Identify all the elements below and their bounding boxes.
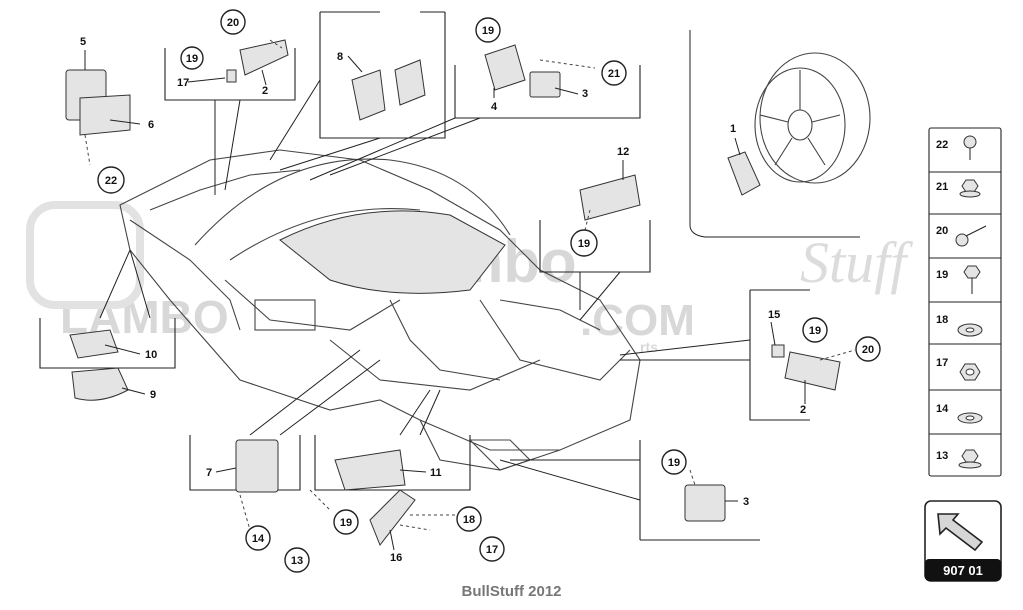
hex-bolt-icon bbox=[963, 265, 981, 294]
legend-row: 17 bbox=[929, 357, 1001, 391]
legend-row: 21 bbox=[929, 179, 1001, 215]
flat-washer-icon bbox=[957, 412, 983, 424]
label-1: 1 bbox=[730, 123, 736, 135]
label-leaders bbox=[84, 39, 856, 551]
legend-row: 13 bbox=[936, 449, 982, 469]
label-3b: 3 bbox=[743, 496, 749, 508]
svg-text:13: 13 bbox=[291, 555, 303, 567]
svg-text:19: 19 bbox=[668, 457, 680, 469]
svg-text:19: 19 bbox=[578, 238, 590, 250]
label-12: 12 bbox=[617, 146, 629, 158]
svg-text:21: 21 bbox=[608, 68, 620, 80]
legend-row: 20 bbox=[929, 225, 1001, 259]
label-8: 8 bbox=[337, 51, 343, 63]
bolt-icon bbox=[955, 225, 987, 247]
page-code: 907 01 bbox=[943, 563, 983, 578]
label-9: 9 bbox=[150, 389, 156, 401]
hex-nut-icon bbox=[959, 363, 981, 381]
part-drawings bbox=[65, 39, 841, 546]
label-2: 2 bbox=[262, 85, 268, 97]
svg-text:13: 13 bbox=[936, 450, 948, 462]
svg-text:22: 22 bbox=[105, 175, 117, 187]
svg-text:20: 20 bbox=[227, 17, 239, 29]
footer-credit: BullStuff 2012 bbox=[461, 583, 562, 600]
svg-text:19: 19 bbox=[482, 25, 494, 37]
svg-text:14: 14 bbox=[936, 403, 949, 415]
label-15: 15 bbox=[768, 309, 780, 321]
screw-icon bbox=[963, 135, 977, 160]
hardware-legend: 22 21 20 19 18 17 14 bbox=[928, 127, 1002, 477]
callout-boxes bbox=[39, 11, 810, 541]
label-17: 17 bbox=[177, 77, 189, 89]
svg-text:22: 22 bbox=[936, 139, 948, 151]
label-7: 7 bbox=[206, 467, 212, 479]
callout-circles: 20 19 19 21 22 19 19 20 19 19 18 17 14 1… bbox=[97, 9, 881, 573]
collar-nut-icon bbox=[958, 449, 982, 469]
label-11: 11 bbox=[430, 467, 442, 479]
svg-text:20: 20 bbox=[936, 225, 948, 237]
svg-text:14: 14 bbox=[252, 533, 265, 545]
svg-text:19: 19 bbox=[809, 325, 821, 337]
part-labels: 5 6 17 2 8 4 3 1 12 15 2 10 9 7 11 16 3 bbox=[80, 36, 806, 564]
label-5: 5 bbox=[80, 36, 86, 48]
svg-text:.COM: .COM bbox=[580, 296, 695, 345]
svg-text:17: 17 bbox=[486, 544, 498, 556]
legend-row: 18 bbox=[929, 314, 1001, 345]
page-badge: 907 01 bbox=[924, 500, 1002, 582]
label-6: 6 bbox=[148, 119, 154, 131]
legend-row: 14 bbox=[929, 403, 1001, 435]
wheel bbox=[754, 52, 871, 184]
legend-row: 19 bbox=[929, 265, 1001, 303]
svg-text:17: 17 bbox=[936, 357, 948, 369]
label-10: 10 bbox=[145, 349, 157, 361]
arrow-icon bbox=[937, 513, 984, 552]
svg-text:18: 18 bbox=[936, 314, 948, 326]
label-16: 16 bbox=[390, 552, 402, 564]
svg-text:19: 19 bbox=[340, 517, 352, 529]
svg-text:19: 19 bbox=[186, 53, 198, 65]
svg-text:20: 20 bbox=[862, 344, 874, 356]
flange-nut-icon bbox=[959, 179, 981, 198]
svg-text:19: 19 bbox=[936, 269, 948, 281]
svg-text:21: 21 bbox=[936, 181, 948, 193]
svg-text:18: 18 bbox=[463, 514, 475, 526]
washer-icon bbox=[957, 323, 983, 337]
svg-text:Stuff: Stuff bbox=[800, 230, 913, 295]
label-3: 3 bbox=[582, 88, 588, 100]
label-4: 4 bbox=[491, 101, 498, 113]
label-2b: 2 bbox=[800, 404, 806, 416]
legend-row: 22 bbox=[929, 135, 1001, 173]
